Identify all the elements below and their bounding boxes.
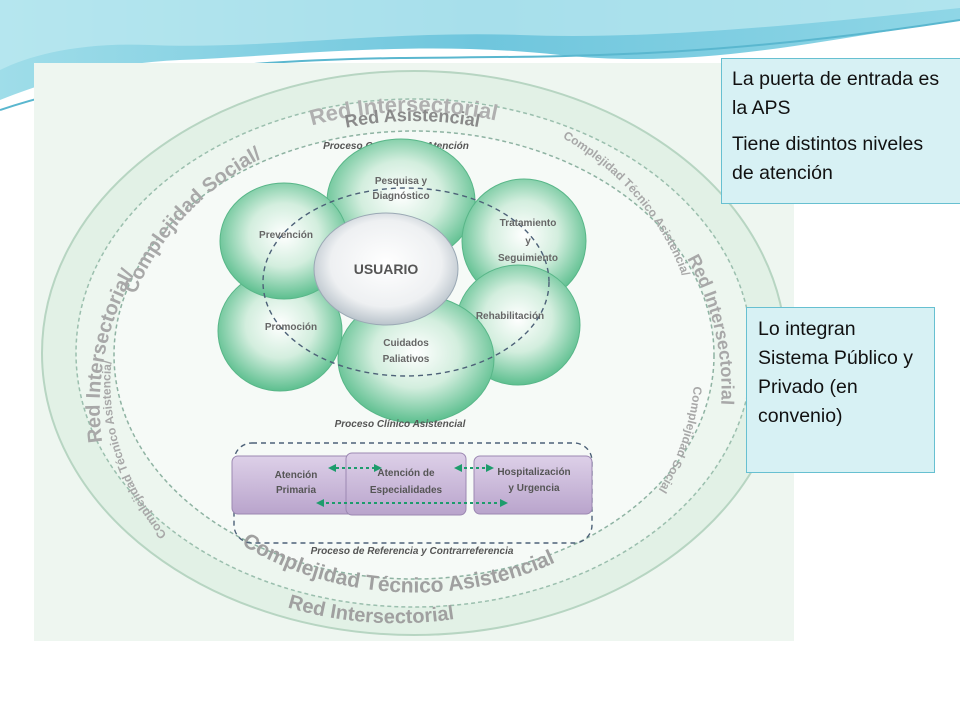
- arrow-head-right-2: [486, 464, 494, 472]
- tratamiento-label-3: Seguimiento: [498, 253, 558, 264]
- hospitalizacion-label-1: Hospitalización: [497, 467, 570, 478]
- header-wave-light: [0, 0, 960, 70]
- arrow-head-right-1: [374, 464, 382, 472]
- inner-dashed-ellipse: [262, 187, 550, 377]
- primaria-label-2: Primaria: [276, 485, 316, 496]
- aps-callout-line-2: Tiene distintos niveles de atención: [732, 133, 924, 184]
- prevencion-label: Prevención: [259, 230, 313, 241]
- cuidados-label-2: Paliativos: [383, 354, 430, 365]
- arrow-head-left-2: [454, 464, 462, 472]
- proceso-clinico-label: Proceso Clínico Asistencial: [335, 419, 466, 430]
- level-hospitalizacion: [473, 455, 593, 515]
- primaria-label-1: Atención: [275, 470, 318, 481]
- usuario-node: [313, 212, 459, 326]
- rehabilitacion-label: Rehabilitación: [476, 311, 544, 322]
- pesquisa-label-1: Pesquisa y: [375, 176, 428, 187]
- hospitalizacion-label-2: y Urgencia: [508, 483, 560, 494]
- aps-callout-line-1: La puerta de entrada es la APS: [732, 68, 940, 119]
- tratamiento-label-2: y: [525, 236, 531, 247]
- arrow-head-right-3: [500, 499, 508, 507]
- integrantes-callout: Lo integran Sistema Público y Privado (e…: [746, 307, 935, 473]
- network-diagram: Red Intersectorial Red Asistencial Compl…: [34, 63, 794, 641]
- usuario-label: USUARIO: [354, 261, 419, 277]
- proceso-referencia-label: Proceso de Referencia y Contrarreferenci…: [311, 546, 514, 557]
- cuidados-label-1: Cuidados: [383, 338, 429, 349]
- level-especialidades: [345, 452, 467, 516]
- pesquisa-label-2: Diagnóstico: [372, 191, 429, 202]
- aps-callout: La puerta de entrada es la APS Tiene dis…: [721, 58, 960, 204]
- referral-arrows: [316, 464, 508, 507]
- promocion-label: Promoción: [265, 322, 317, 333]
- arrow-head-left-3: [316, 499, 324, 507]
- especialidades-label-1: Atención de: [377, 468, 435, 479]
- arrow-head-left-1: [328, 464, 336, 472]
- tratamiento-label-1: Tratamiento: [500, 218, 557, 229]
- especialidades-label-2: Especialidades: [370, 485, 443, 496]
- integrantes-callout-text: Lo integran Sistema Público y Privado (e…: [758, 318, 913, 427]
